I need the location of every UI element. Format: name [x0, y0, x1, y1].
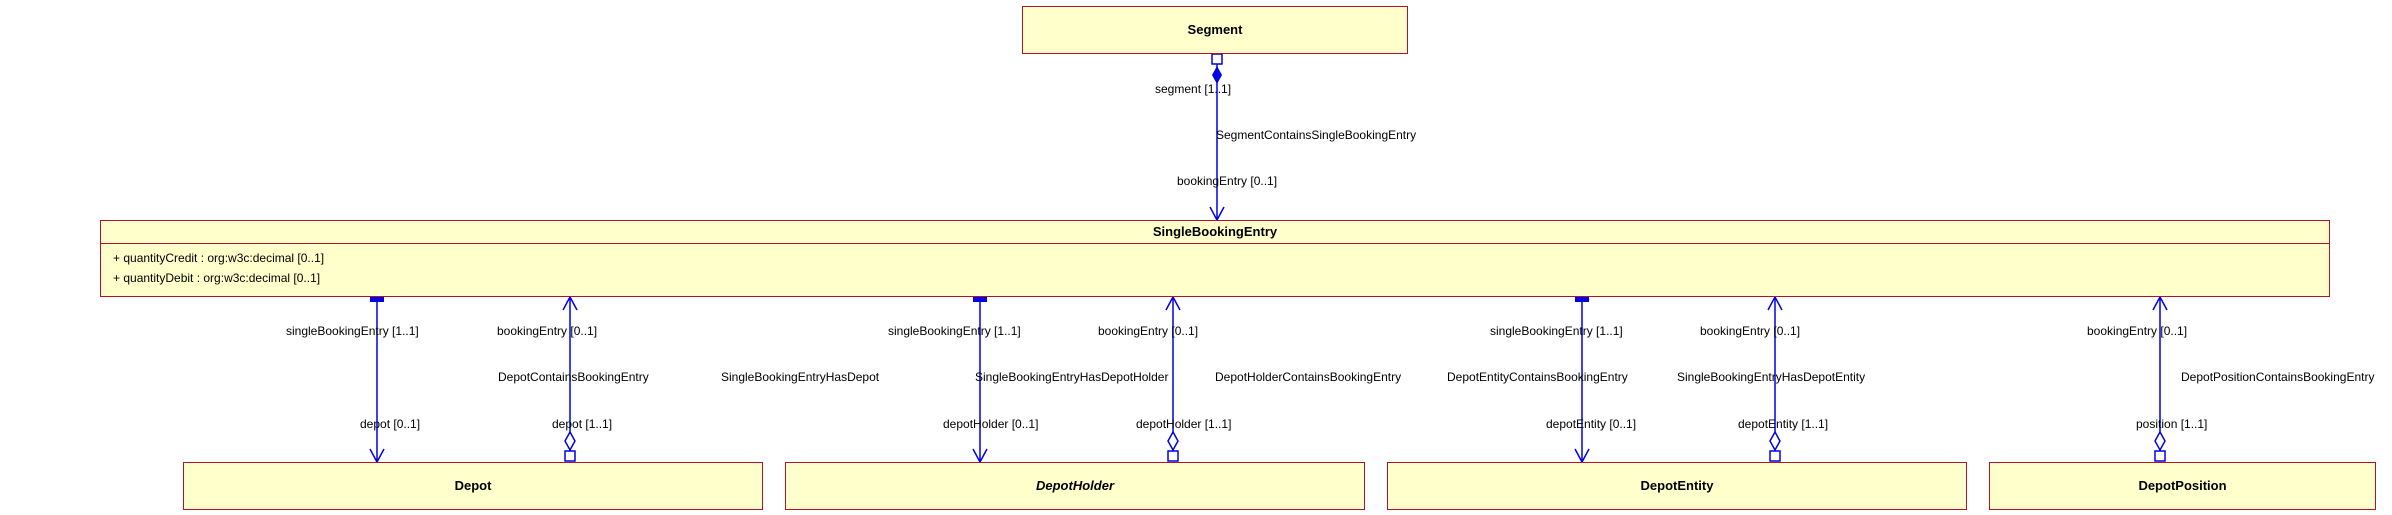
- class-depot-position[interactable]: DepotPosition: [1989, 462, 2376, 510]
- class-segment-name: Segment: [1187, 22, 1243, 37]
- class-depot[interactable]: Depot: [183, 462, 763, 510]
- role-label-depot-holder: depotHolder [0..1]: [943, 417, 1039, 431]
- association-name-segment-contains: SegmentContainsSingleBookingEntry: [1216, 128, 1417, 142]
- class-single-booking-entry-name: SingleBookingEntry: [1152, 224, 1278, 239]
- role-label-segment: segment [1..1]: [1155, 82, 1232, 96]
- role-label-depot-entity: depotEntity [1..1]: [1738, 417, 1829, 431]
- role-label-depot: depot [1..1]: [552, 417, 613, 431]
- role-label-single-booking-entry: singleBookingEntry [1..1]: [888, 324, 1021, 338]
- role-label-depot: depot [0..1]: [360, 417, 421, 431]
- association-name-depot-holder-contains: DepotHolderContainsBookingEntry: [1215, 370, 1402, 384]
- class-single-booking-entry[interactable]: SingleBookingEntry + quantityCredit : or…: [100, 220, 2330, 297]
- role-label-booking-entry: bookingEntry [0..1]: [1177, 174, 1278, 188]
- class-depot-name: Depot: [454, 478, 492, 493]
- role-label-depot-holder: depotHolder [1..1]: [1136, 417, 1232, 431]
- class-depot-entity-name: DepotEntity: [1640, 478, 1714, 493]
- attribute-quantity-credit: + quantityCredit : org:w3c:decimal [0..1…: [113, 251, 325, 265]
- class-depot-holder-name: DepotHolder: [1036, 478, 1114, 493]
- edge-depot-contains-booking-entry: [562, 295, 578, 462]
- role-label-depot-entity: depotEntity [0..1]: [1546, 417, 1637, 431]
- role-label-booking-entry: bookingEntry [0..1]: [497, 324, 598, 338]
- association-name-depot-contains: DepotContainsBookingEntry: [498, 370, 649, 384]
- association-name-depot-position-contains: DepotPositionContainsBookingEntry: [2181, 370, 2375, 384]
- role-label-single-booking-entry: singleBookingEntry [1..1]: [286, 324, 419, 338]
- edge-segment-contains-single-booking-entry: [1209, 53, 1225, 222]
- edge-depot-entity-contains-booking-entry: [1767, 295, 1783, 462]
- association-name-depot-entity-contains: DepotEntityContainsBookingEntry: [1447, 370, 1628, 384]
- edge-depot-holder-contains-booking-entry: [1165, 295, 1181, 462]
- attribute-quantity-debit: + quantityDebit : org:w3c:decimal [0..1]: [113, 271, 321, 285]
- class-depot-entity[interactable]: DepotEntity: [1387, 462, 1967, 510]
- association-name-has-depot-holder: SingleBookingEntryHasDepotHolder: [975, 370, 1169, 384]
- edge-depot-position-contains-booking-entry: [2152, 295, 2168, 462]
- role-label-position: position [1..1]: [2136, 417, 2208, 431]
- class-divider: [101, 243, 2329, 244]
- role-label-booking-entry: bookingEntry [0..1]: [1098, 324, 1199, 338]
- edge-single-booking-entry-has-depot: [369, 297, 385, 464]
- class-depot-holder[interactable]: DepotHolder: [785, 462, 1365, 510]
- association-name-has-depot: SingleBookingEntryHasDepot: [721, 370, 880, 384]
- role-label-booking-entry: bookingEntry [0..1]: [2087, 324, 2188, 338]
- association-name-has-depot-entity: SingleBookingEntryHasDepotEntity: [1677, 370, 1866, 384]
- role-label-single-booking-entry: singleBookingEntry [1..1]: [1490, 324, 1623, 338]
- role-label-booking-entry: bookingEntry [0..1]: [1700, 324, 1801, 338]
- class-segment[interactable]: Segment: [1022, 6, 1408, 54]
- class-depot-position-name: DepotPosition: [2138, 478, 2227, 493]
